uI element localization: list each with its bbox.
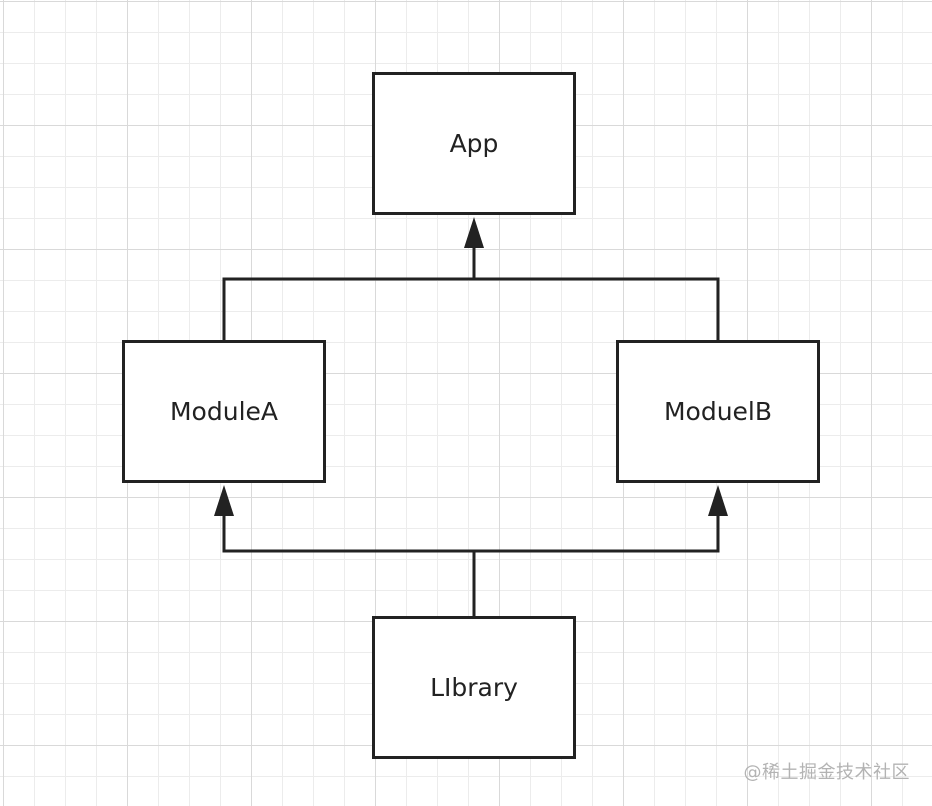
node-library-label: LIbrary: [430, 673, 518, 702]
edge-modulea-to-app: [222, 246, 476, 340]
arrowhead-modulelb: [708, 485, 728, 516]
arrowhead-modulea: [214, 485, 234, 516]
node-app-label: App: [449, 129, 499, 158]
node-modulea-label: ModuleA: [169, 397, 278, 426]
watermark: @稀土掘金技术社区: [743, 762, 910, 783]
node-modulelb[interactable]: ModuelB: [616, 340, 820, 483]
node-modulelb-label: ModuelB: [663, 397, 773, 426]
edge-library-to-modulea: [222, 514, 476, 616]
node-library[interactable]: LIbrary: [372, 616, 576, 759]
arrowhead-app: [464, 217, 484, 248]
node-app[interactable]: App: [372, 72, 576, 215]
node-modulea[interactable]: ModuleA: [122, 340, 326, 483]
edge-library-to-modulelb: [474, 514, 720, 553]
edge-modulelb-to-app: [474, 277, 720, 340]
